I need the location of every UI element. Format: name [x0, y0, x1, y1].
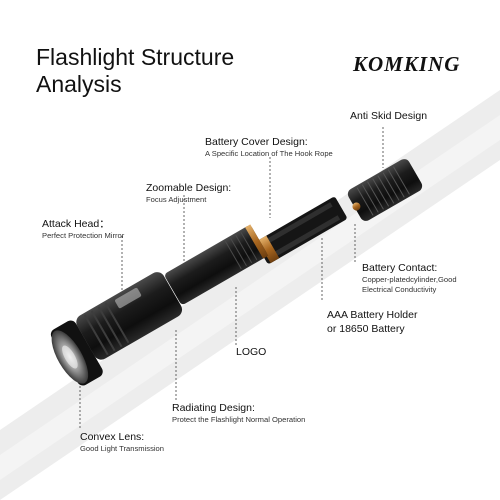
callout-desc-1: Copper-platedcylinder,Good [362, 275, 457, 284]
callout-title: Convex Lens: [80, 431, 145, 443]
callout-desc: A Specific Location of The Hook Rope [205, 149, 333, 158]
callout-title: Attack Head： [42, 218, 110, 230]
callout-line-1: AAA Battery Holder [327, 309, 418, 321]
callout-desc: Good Light Transmission [80, 444, 164, 453]
callout-zoomable: Zoomable Design: Focus Adjustment [146, 182, 231, 205]
battery-contact [352, 202, 361, 211]
flashlight [50, 159, 423, 386]
background-band-edge [0, 115, 500, 480]
callout-radiating: Radiating Design: Protect the Flashlight… [172, 402, 305, 425]
callout-logo: LOGO [236, 346, 266, 359]
callout-battery-holder: AAA Battery Holder or 18650 Battery [327, 308, 417, 336]
page-title: Flashlight Structure Analysis [36, 44, 234, 98]
callout-title: Anti Skid Design [350, 110, 428, 122]
leader-lines [79, 127, 384, 428]
callout-title: Zoomable Design: [146, 182, 232, 194]
zoom-head [76, 272, 183, 360]
callout-battery-cover: Battery Cover Design: A Specific Locatio… [205, 136, 333, 159]
callout-title: Battery Cover Design: [205, 136, 308, 148]
tail-cap [347, 159, 423, 221]
callout-desc: Focus Adjustment [146, 195, 207, 204]
callout-desc-2: Electrical Conductivity [362, 285, 437, 294]
callout-battery-contact: Battery Contact: Copper-platedcylinder,G… [362, 262, 457, 295]
callout-title: Battery Contact: [362, 262, 438, 274]
callout-line-2: or 18650 Battery [327, 323, 405, 335]
callout-convex-lens: Convex Lens: Good Light Transmission [80, 431, 164, 454]
callout-attack-head: Attack Head： Perfect Protection Mirror [42, 218, 124, 241]
title-line-1: Flashlight Structure [36, 44, 235, 70]
battery-holder [256, 197, 347, 264]
brand-logo: KOMKING [353, 52, 461, 76]
callout-desc: Perfect Protection Mirror [42, 231, 125, 240]
callout-desc: Protect the Flashlight Normal Operation [172, 415, 306, 424]
callout-title: Radiating Design: [172, 402, 255, 414]
title-line-2: Analysis [36, 71, 122, 97]
callout-anti-skid: Anti Skid Design [350, 110, 427, 123]
callout-title: LOGO [236, 346, 267, 358]
